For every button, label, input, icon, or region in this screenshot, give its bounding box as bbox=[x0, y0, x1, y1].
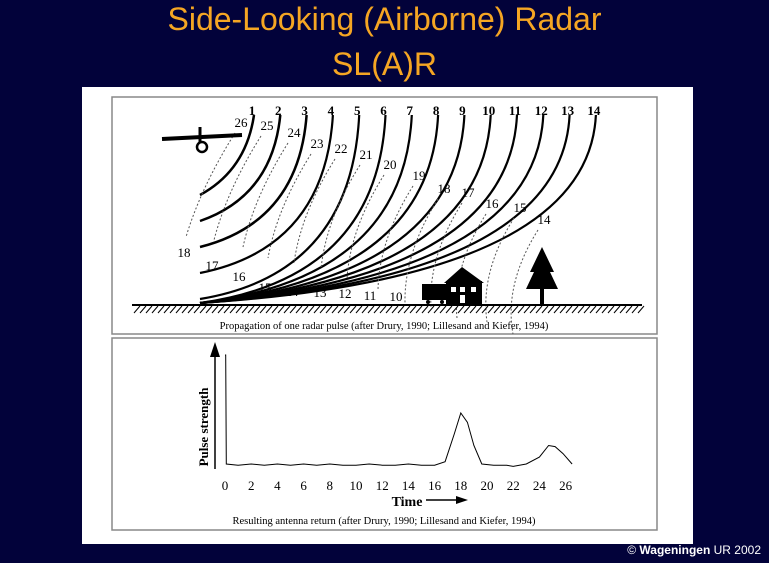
return-wavefront bbox=[346, 174, 385, 280]
return-wavefront bbox=[242, 142, 289, 248]
return-wavefront bbox=[185, 132, 236, 238]
outgoing-wavefront bbox=[199, 114, 413, 305]
outgoing-wavefront-label: 5 bbox=[354, 103, 361, 118]
ground-contact-label: 16 bbox=[233, 269, 247, 284]
outgoing-wavefront-label: 7 bbox=[407, 103, 414, 118]
bottom-panel-caption: Resulting antenna return (after Drury, 1… bbox=[232, 516, 536, 527]
ground bbox=[132, 304, 645, 314]
x-tick-label: 18 bbox=[454, 478, 467, 493]
ground-contact-label: 17 bbox=[206, 258, 220, 273]
outgoing-wavefront bbox=[199, 114, 256, 197]
outgoing-wavefront-label: 6 bbox=[380, 103, 387, 118]
return-wavefront-label: 21 bbox=[360, 147, 373, 162]
top-panel-caption: Propagation of one radar pulse (after Dr… bbox=[220, 321, 549, 332]
return-wavefront-label: 19 bbox=[413, 168, 426, 183]
outgoing-wavefront-label: 2 bbox=[275, 103, 282, 118]
copyright-symbol: © bbox=[627, 543, 637, 557]
outgoing-wavefront bbox=[199, 114, 387, 305]
return-wavefront bbox=[485, 217, 515, 323]
return-wavefront bbox=[293, 158, 336, 264]
return-wavefront-label: 17 bbox=[462, 185, 476, 200]
aircraft-icon bbox=[161, 127, 243, 154]
outgoing-wavefront bbox=[199, 114, 282, 223]
footer-brand: Wageningen bbox=[639, 543, 711, 557]
outgoing-wavefront bbox=[199, 114, 597, 305]
outgoing-wavefront bbox=[199, 114, 308, 249]
outgoing-wavefront-label: 10 bbox=[482, 103, 495, 118]
outgoing-wavefront-label: 9 bbox=[459, 103, 466, 118]
outgoing-wavefront bbox=[199, 114, 361, 301]
return-wavefront-label: 20 bbox=[384, 157, 397, 172]
return-wavefront bbox=[377, 185, 414, 291]
y-axis-label: Pulse strength bbox=[196, 387, 211, 467]
y-axis-arrow-icon bbox=[210, 342, 220, 357]
antenna-return-signal bbox=[225, 354, 573, 467]
ground-contact-label: 15 bbox=[259, 280, 272, 295]
return-wavefront-label: 23 bbox=[311, 136, 324, 151]
return-wavefront-label: 15 bbox=[514, 200, 527, 215]
outgoing-wavefront-label: 1 bbox=[249, 103, 256, 118]
return-wavefront bbox=[267, 153, 312, 259]
x-tick-label: 16 bbox=[428, 478, 442, 493]
outgoing-wavefront-label: 3 bbox=[301, 103, 308, 118]
tree-icon bbox=[526, 247, 558, 305]
ground-contact-label: 11 bbox=[364, 288, 377, 303]
x-tick-label: 22 bbox=[507, 478, 520, 493]
outgoing-wavefront-label: 12 bbox=[535, 103, 548, 118]
x-tick-label: 20 bbox=[481, 478, 494, 493]
ground-contact-label: 18 bbox=[178, 245, 191, 260]
outgoing-wavefront-label: 8 bbox=[433, 103, 440, 118]
return-wavefront-label: 18 bbox=[438, 181, 451, 196]
outgoing-wavefront-label: 11 bbox=[509, 103, 521, 118]
return-wavefront bbox=[404, 198, 439, 304]
return-wavefront-label: 16 bbox=[486, 196, 500, 211]
outgoing-wavefront-label: 4 bbox=[328, 103, 335, 118]
return-wavefront-label: 22 bbox=[335, 141, 348, 156]
x-tick-label: 12 bbox=[376, 478, 389, 493]
x-tick-label: 26 bbox=[559, 478, 573, 493]
ground-contact-label: 12 bbox=[339, 286, 352, 301]
ground-contact-label: 14 bbox=[286, 284, 300, 299]
x-tick-label: 2 bbox=[248, 478, 255, 493]
return-wavefront-label: 25 bbox=[261, 118, 274, 133]
return-wavefront bbox=[213, 135, 262, 241]
x-tick-label: 8 bbox=[327, 478, 334, 493]
wavefronts-group bbox=[185, 114, 597, 335]
vehicle-icon bbox=[422, 284, 446, 304]
return-wavefront-label: 24 bbox=[288, 125, 302, 140]
return-wavefront-label: 14 bbox=[538, 212, 552, 227]
bottom-panel-frame bbox=[111, 337, 658, 531]
return-wavefront bbox=[320, 164, 361, 270]
outgoing-wavefront bbox=[199, 114, 466, 305]
x-tick-label: 0 bbox=[222, 478, 229, 493]
x-tick-label: 24 bbox=[533, 478, 547, 493]
ground-contact-label: 13 bbox=[314, 285, 327, 300]
copyright-footer: © Wageningen UR 2002 bbox=[627, 543, 761, 557]
footer-rest: UR 2002 bbox=[713, 543, 761, 557]
return-wavefront bbox=[455, 213, 487, 319]
return-wavefront bbox=[510, 229, 539, 335]
ground-contact-label: 10 bbox=[390, 289, 403, 304]
x-tick-label: 10 bbox=[350, 478, 363, 493]
slide-title: Side-Looking (Airborne) Radar bbox=[167, 1, 602, 37]
top-panel-frame bbox=[111, 96, 658, 335]
slide-subtitle: SL(A)R bbox=[332, 46, 437, 82]
return-wavefront-label: 26 bbox=[235, 115, 249, 130]
outgoing-wavefront-label: 13 bbox=[561, 103, 575, 118]
outgoing-wavefront bbox=[199, 114, 334, 275]
return-wavefront bbox=[430, 202, 463, 308]
x-tick-label: 4 bbox=[274, 478, 281, 493]
x-tick-label: 14 bbox=[402, 478, 416, 493]
x-tick-label: 6 bbox=[300, 478, 307, 493]
house-icon bbox=[444, 267, 484, 304]
x-axis-label: Time bbox=[392, 495, 423, 510]
outgoing-wavefront bbox=[199, 114, 440, 305]
outgoing-wavefront-label: 14 bbox=[587, 103, 601, 118]
y-axis bbox=[210, 342, 220, 469]
x-axis-arrow-icon bbox=[426, 496, 468, 504]
